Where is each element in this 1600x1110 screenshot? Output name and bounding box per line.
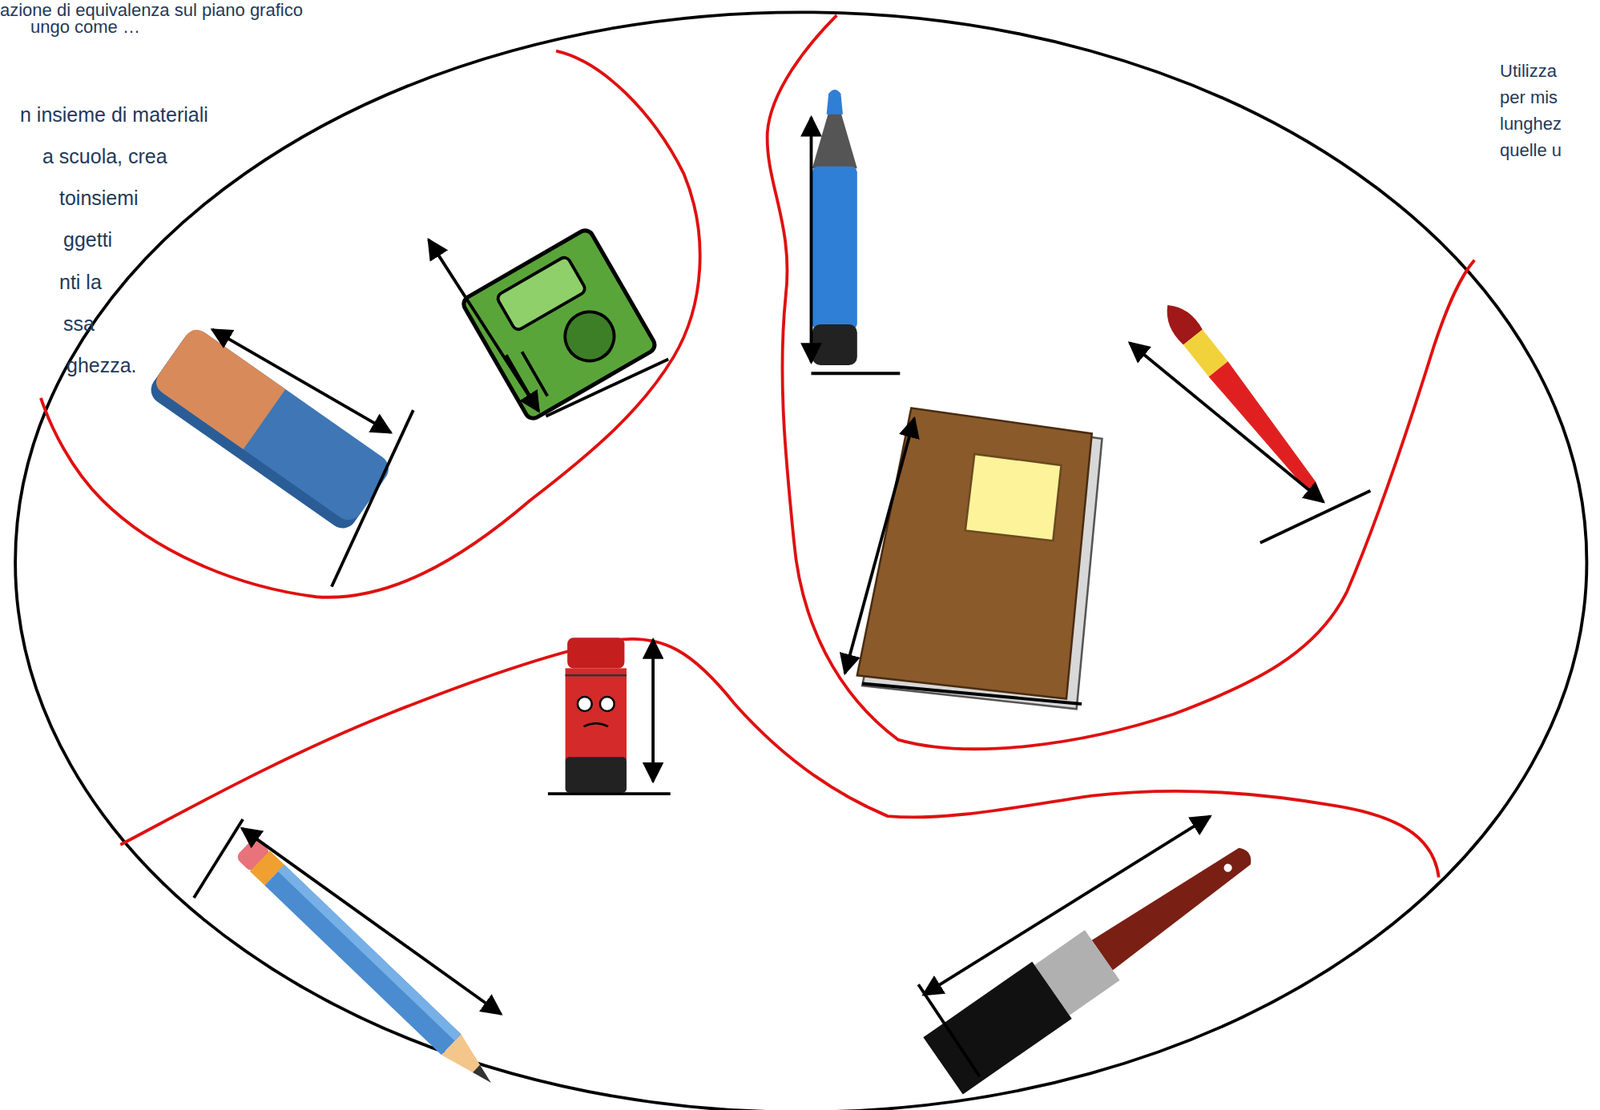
instruction-text: a scuola, crea [42, 144, 168, 169]
instruction-text: Utilizza [1499, 60, 1557, 82]
marker-drawing [812, 89, 858, 366]
subset-boundaries [40, 15, 1475, 878]
instruction-text: ghezza. [66, 353, 138, 378]
instruction-text: lunghez [1499, 113, 1562, 135]
eraser-drawing [145, 325, 395, 535]
instruction-text: n insieme di materiali [20, 102, 209, 127]
instruction-text: quelle u [1499, 140, 1562, 162]
instruction-text: nti la [59, 270, 102, 295]
instruction-text: ssa [63, 311, 95, 336]
instruction-text: per mis [1499, 87, 1558, 109]
set-ellipse [15, 12, 1587, 1110]
brush-drawing [922, 825, 1269, 1095]
sharpener-drawing [460, 227, 657, 422]
paintbrush-drawing [1156, 297, 1329, 504]
instruction-text: ggetti [63, 227, 113, 252]
glue-stick-drawing [565, 637, 627, 794]
instruction-text: ungo come … [30, 16, 141, 38]
pencil-drawing [235, 837, 502, 1094]
instruction-text: toinsiemi [59, 185, 139, 210]
book-drawing [857, 408, 1103, 710]
